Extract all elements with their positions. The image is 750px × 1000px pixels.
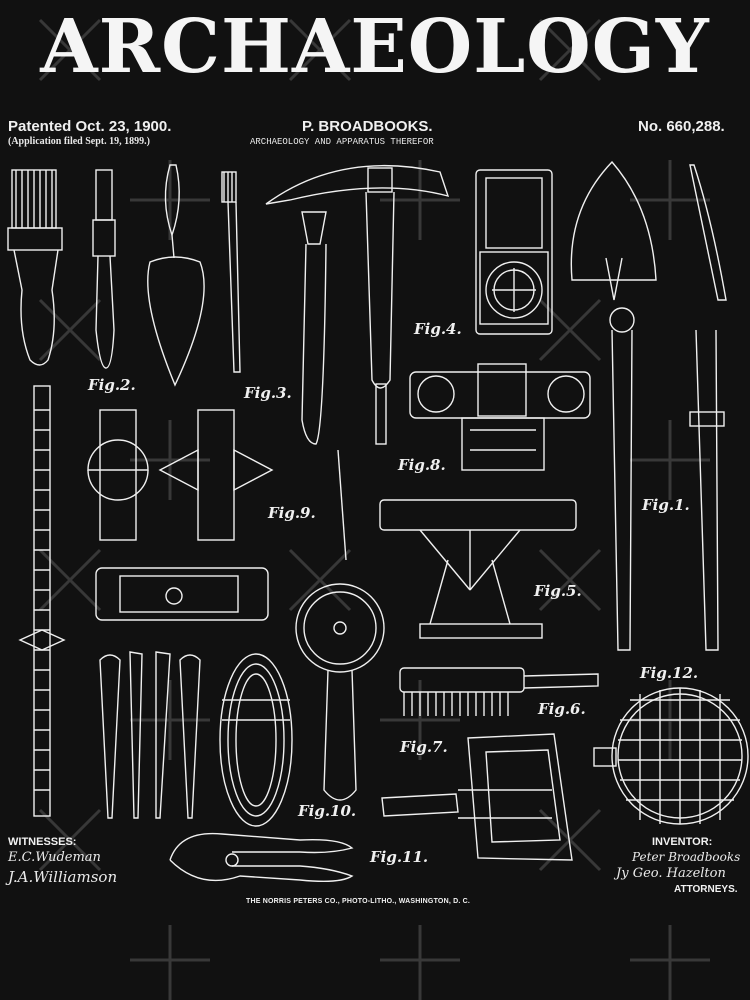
scrub-brush-icon: [399, 667, 599, 716]
stakes-icon: [99, 651, 201, 819]
attorney-signature: Jy Geo. Hazelton: [616, 866, 726, 881]
compass-icon: [475, 169, 553, 335]
flashlight-icon: [95, 567, 269, 621]
wide-brush-icon: [7, 169, 63, 366]
rope-coil-icon: [219, 653, 293, 827]
inventor-signature: Peter Broadbooks: [632, 850, 741, 864]
patented-date: Patented Oct. 23, 1900.: [8, 118, 172, 135]
mattock-icon: [689, 164, 727, 651]
figure-label-9: Fig.9.: [268, 504, 316, 522]
figure-label-10: Fig.10.: [298, 802, 357, 820]
toothbrush-icon: [221, 171, 241, 373]
level-gauge-icon: [87, 409, 149, 541]
figure-label-12: Fig.12.: [640, 664, 699, 682]
narrow-brush-icon: [92, 169, 116, 369]
figure-label-4: Fig.4.: [414, 320, 462, 338]
figure-label-6: Fig.6.: [538, 700, 586, 718]
theodolite-icon: [379, 499, 577, 639]
trowel-icon: [147, 164, 205, 387]
page-title: ARCHAEOLOGY: [40, 4, 710, 90]
witnesses-label: WITNESSES:: [8, 836, 77, 848]
figure-label-5: Fig.5.: [534, 582, 582, 600]
dustpan-icon: [381, 733, 573, 861]
patent-number: No. 660,288.: [638, 118, 725, 135]
witness-signature-2: J.A.Williamson: [8, 868, 118, 886]
figure-label-8: Fig.8.: [398, 456, 446, 474]
patent-subtitle: ARCHAEOLOGY AND APPARATUS THEREFOR: [250, 137, 434, 147]
witness-signature-1: E.C.Wudeman: [8, 850, 101, 865]
shovel-icon: [570, 160, 657, 651]
figure-label-1: Fig.1.: [642, 496, 690, 514]
inventor-name: P. BROADBOOKS.: [302, 118, 433, 135]
sieve-icon: [593, 687, 749, 825]
inventor-label: INVENTOR:: [652, 836, 713, 848]
measuring-tape-icon: [295, 449, 385, 801]
application-date: (Application filed Sept. 19, 1899.): [8, 136, 150, 147]
pickaxe-icon: [265, 164, 450, 445]
level-gauge-2-icon: [158, 409, 274, 541]
camera-icon: [409, 363, 591, 471]
figure-label-3: Fig.3.: [244, 384, 292, 402]
figure-label-7: Fig.7.: [400, 738, 448, 756]
figure-label-2: Fig.2.: [88, 376, 136, 394]
figure-label-11: Fig.11.: [370, 848, 429, 866]
chisel-icon: [301, 211, 327, 445]
printer-credit: THE NORRIS PETERS CO., PHOTO-LITHO., WAS…: [246, 898, 471, 905]
pruning-shears-icon: [169, 832, 354, 883]
measuring-rod-icon: [18, 385, 66, 817]
attorneys-label: ATTORNEYS.: [674, 884, 738, 895]
